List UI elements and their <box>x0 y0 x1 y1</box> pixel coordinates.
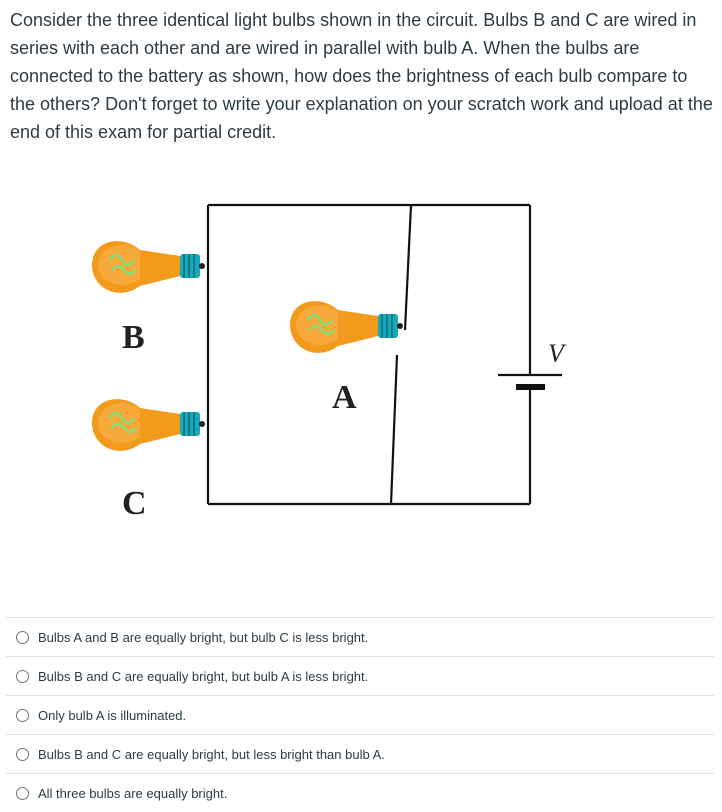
answer-option[interactable]: Bulbs B and C are equally bright, but bu… <box>6 656 714 695</box>
bulb-a <box>290 301 403 353</box>
radio-button[interactable] <box>16 669 29 683</box>
light-bulb-icon <box>92 241 205 293</box>
battery-label: V <box>548 339 567 368</box>
answer-option[interactable]: Bulbs A and B are equally bright, but bu… <box>6 617 714 656</box>
radio-button[interactable] <box>16 786 29 800</box>
radio-button[interactable] <box>16 708 29 722</box>
circuit-diagram: V B <box>92 203 567 522</box>
radio-button[interactable] <box>16 747 29 761</box>
answer-option[interactable]: Only bulb A is illuminated. <box>6 695 714 734</box>
answer-label: Bulbs B and C are equally bright, but bu… <box>38 668 369 684</box>
bulb-c-label: C <box>122 485 147 522</box>
answer-label: All three bulbs are equally bright. <box>38 785 228 801</box>
question-text: Consider the three identical light bulbs… <box>10 10 713 142</box>
light-bulb-icon <box>92 399 205 451</box>
circuit-wires <box>206 203 532 506</box>
radio-button[interactable] <box>16 630 29 644</box>
battery-icon <box>498 373 562 390</box>
bulb-b <box>92 241 205 293</box>
circuit-figure: V B <box>0 180 722 530</box>
bulb-c <box>92 399 205 451</box>
answer-option[interactable]: Bulbs B and C are equally bright, but le… <box>6 734 714 773</box>
bulb-b-label: B <box>122 319 145 356</box>
answer-label: Only bulb A is illuminated. <box>38 707 187 723</box>
answer-label: Bulbs B and C are equally bright, but le… <box>38 746 385 762</box>
answer-list: Bulbs A and B are equally bright, but bu… <box>6 617 714 812</box>
bulb-a-label: A <box>332 379 357 416</box>
answer-label: Bulbs A and B are equally bright, but bu… <box>38 629 369 645</box>
answer-option[interactable]: All three bulbs are equally bright. <box>6 773 714 812</box>
light-bulb-icon <box>290 301 403 353</box>
